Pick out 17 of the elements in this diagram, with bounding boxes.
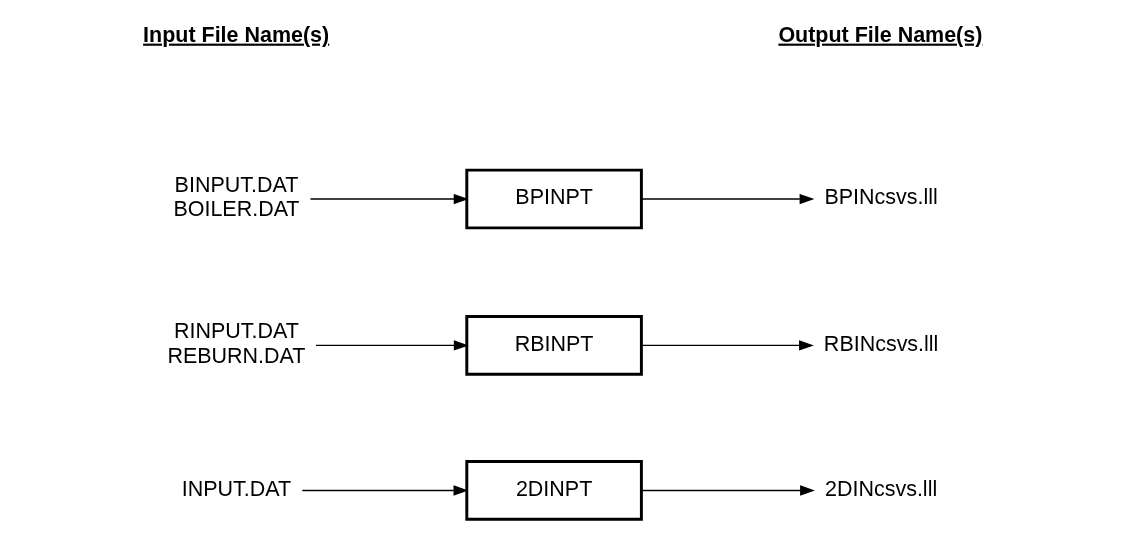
label: Output File Name(s) bbox=[777, 22, 982, 47]
arrow bbox=[309, 193, 468, 205]
node-text: BINPUT.DAT BOILER.DAT bbox=[172, 173, 299, 222]
arrow bbox=[640, 193, 814, 205]
node-text: 2DINcsvs.lll bbox=[824, 476, 937, 501]
arrow bbox=[640, 485, 815, 496]
node-box: BPINPT bbox=[464, 168, 643, 230]
arrow bbox=[314, 340, 469, 351]
arrow bbox=[640, 340, 814, 351]
node-text: RINPUT.DAT REBURN.DAT bbox=[166, 319, 305, 368]
arrow bbox=[301, 485, 468, 496]
node-text: BPINcsvs.lll bbox=[823, 185, 938, 210]
label: Input File Name(s) bbox=[142, 22, 329, 47]
node-box: RBINPT bbox=[464, 315, 643, 376]
node-text: INPUT.DAT bbox=[181, 476, 291, 501]
node-box: 2DINPT bbox=[464, 460, 643, 521]
node-text: RBINcsvs.lll bbox=[823, 331, 938, 356]
